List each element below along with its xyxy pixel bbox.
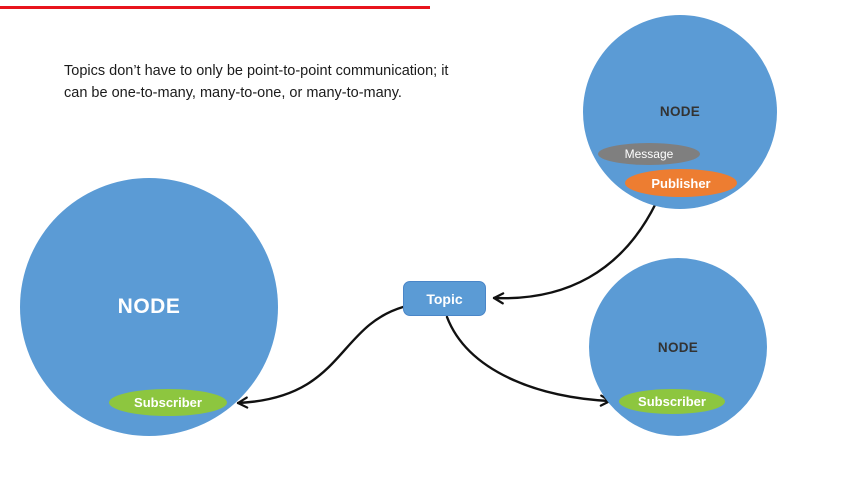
publisher-badge: Publisher	[625, 169, 737, 197]
topic-box: Topic	[403, 281, 486, 316]
description-text: Topics don’t have to only be point-to-po…	[64, 60, 504, 105]
node-top-right-label: NODE	[659, 104, 701, 119]
description-line-1: Topics don’t have to only be point-to-po…	[64, 63, 449, 79]
top-accent-line	[0, 6, 430, 9]
message-badge: Message	[598, 143, 700, 165]
description-line-2: can be one-to-many, many-to-one, or many…	[64, 85, 402, 102]
arrow-topic-to-bottom-subscriber	[445, 315, 612, 407]
node-bottom-right-label: NODE	[657, 340, 699, 355]
subscriber-badge-left: Subscriber	[109, 389, 227, 416]
subscriber-badge-bottom-right: Subscriber	[619, 389, 725, 414]
node-left-label: NODE	[117, 295, 181, 318]
